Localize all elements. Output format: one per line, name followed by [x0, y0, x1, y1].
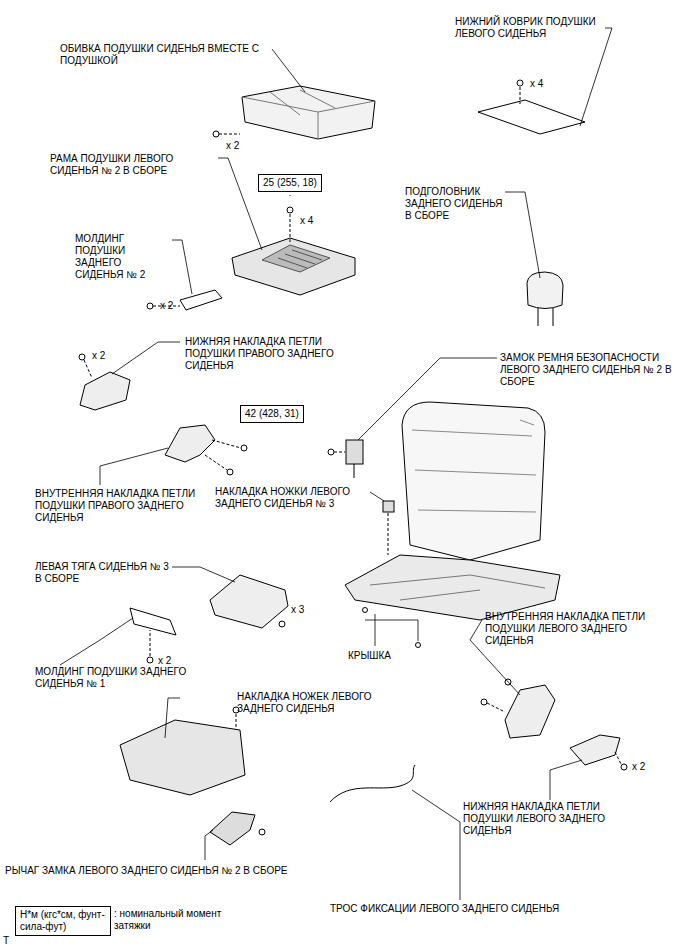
- part-label: НИЖНЯЯ НАКЛАДКА ПЕТЛИ ПОДУШКИ ЛЕВОГО ЗАД…: [463, 801, 633, 837]
- part-label: ПОДГОЛОВНИК ЗАДНЕГО СИДЕНЬЯ В СБОРЕ: [405, 186, 505, 222]
- quantity-label: x 2: [92, 350, 122, 362]
- part-label: РАМА ПОДУШКИ ЛЕВОГО СИДЕНЬЯ № 2 В СБОРЕ: [50, 153, 215, 177]
- part-label: ТРОС ФИКСАЦИИ ЛЕВОГО ЗАДНЕГО СИДЕНЬЯ: [330, 903, 610, 915]
- part-label: МОЛДИНГ ПОДУШКИ ЗАДНЕГО СИДЕНЬЯ № 2: [75, 233, 170, 281]
- torque-text: 42 (428, 31): [245, 408, 299, 420]
- quantity-label: x 4: [300, 215, 330, 227]
- quantity-label: x 2: [632, 761, 662, 773]
- quantity-label: x 2: [226, 140, 256, 152]
- torque-box: 42 (428, 31): [240, 405, 304, 423]
- figure-mark: T: [3, 935, 15, 947]
- part-label: МОЛДИНГ ПОДУШКИ ЗАДНЕГО СИДЕНЬЯ № 1: [35, 666, 205, 690]
- part-label: ВНУТРЕННЯЯ НАКЛАДКА ПЕТЛИ ПОДУШКИ ЛЕВОГО…: [485, 611, 660, 647]
- part-label: НИЖНИЙ КОВРИК ПОДУШКИ ЛЕВОГО СИДЕНЬЯ: [455, 16, 605, 40]
- part-label: ЗАМОК РЕМНЯ БЕЗОПАСНОСТИ ЛЕВОГО ЗАДНЕГО …: [500, 352, 678, 388]
- part-label: ВНУТРЕННЯЯ НАКЛАДКА ПЕТЛИ ПОДУШКИ ПРАВОГ…: [35, 488, 210, 524]
- part-label: КРЫШКА: [348, 650, 408, 662]
- torque-text: 25 (255, 18): [263, 177, 317, 189]
- torque-text: Н*м (кгс*см, фунт-сила-фут): [20, 909, 106, 933]
- part-label: ОБИВКА ПОДУШКИ СИДЕНЬЯ ВМЕСТЕ С ПОДУШКОЙ: [60, 43, 272, 67]
- legend-note: : номинальный момент затяжки: [114, 908, 239, 932]
- part-label: НАКЛАДКА НОЖЕК ЛЕВОГО ЗАДНЕГО СИДЕНЬЯ: [237, 691, 382, 715]
- quantity-label: x 2: [158, 655, 188, 667]
- part-label: НАКЛАДКА НОЖКИ ЛЕВОГО ЗАДНЕГО СИДЕНЬЯ № …: [215, 486, 370, 510]
- part-label: НИЖНЯЯ НАКЛАДКА ПЕТЛИ ПОДУШКИ ПРАВОГО ЗА…: [185, 336, 360, 372]
- part-label: ЛЕВАЯ ТЯГА СИДЕНЬЯ № 3 В СБОРЕ: [35, 561, 170, 585]
- quantity-label: x 3: [291, 604, 321, 616]
- torque-box: 25 (255, 18): [258, 174, 322, 192]
- quantity-label: x 4: [530, 78, 560, 90]
- part-label: РЫЧАГ ЗАМКА ЛЕВОГО ЗАДНЕГО СИДЕНЬЯ № 2 В…: [5, 865, 335, 877]
- torque-box: Н*м (кгс*см, фунт-сила-фут): [15, 906, 111, 936]
- quantity-label: x 2: [160, 300, 190, 312]
